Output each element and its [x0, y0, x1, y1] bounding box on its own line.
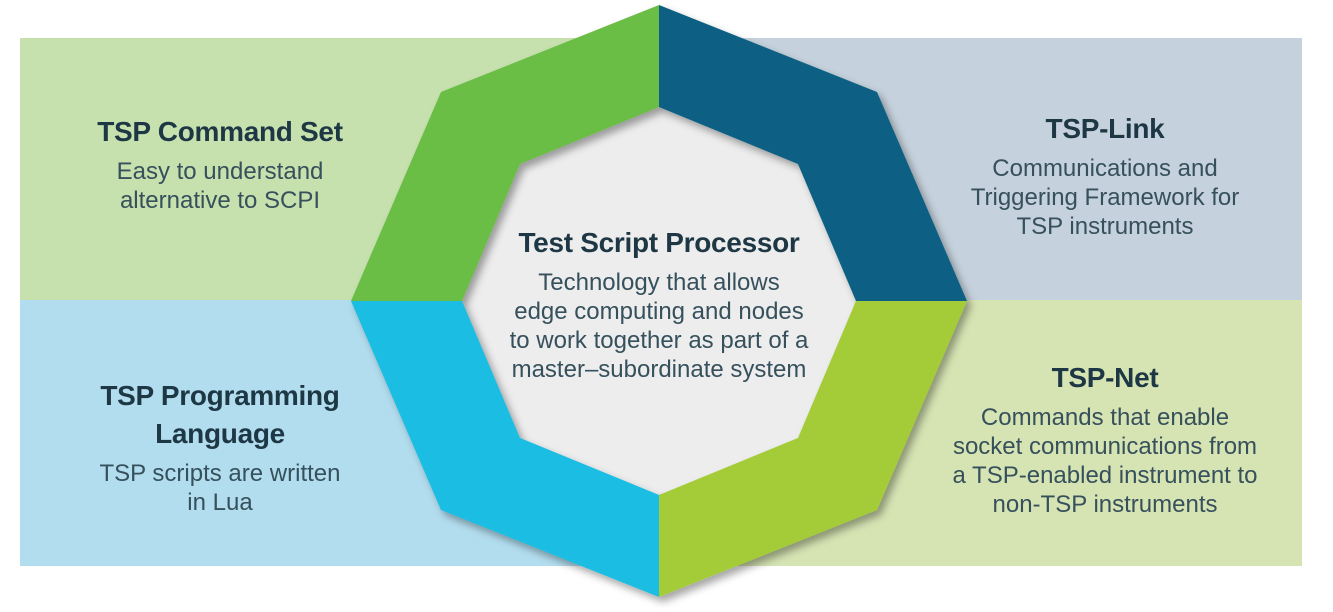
- quadrant-title: TSP-Net: [1051, 362, 1159, 393]
- ring-segment-bottom-left-cyan: [351, 301, 659, 597]
- ring-segment-top-left-green: [351, 5, 659, 301]
- ring-segment-top-right-teal: [659, 5, 967, 301]
- quadrant-top-right: TSP-Link Communications and Triggering F…: [905, 110, 1305, 241]
- quadrant-bottom-right: TSP-Net Commands that enable socket comm…: [895, 359, 1315, 519]
- quadrant-description: TSP scripts are written in Lua: [99, 460, 341, 516]
- quadrant-title: TSP-Link: [1045, 113, 1165, 144]
- quadrant-top-left: TSP Command Set Easy to understand alter…: [20, 113, 420, 215]
- quadrant-title: TSP Command Set: [97, 116, 343, 147]
- center-label: Test Script Processor Technology that al…: [459, 224, 859, 384]
- quadrant-description: Communications and Triggering Framework …: [970, 155, 1240, 240]
- ring-segment-bottom-right-lime: [659, 301, 967, 597]
- quadrant-description: Commands that enable socket communicatio…: [952, 404, 1258, 518]
- quadrant-description: Easy to understand alternative to SCPI: [116, 158, 324, 214]
- center-octagon-shape: [462, 107, 856, 495]
- center-title: Test Script Processor: [518, 227, 800, 258]
- quadrant-title: TSP Programming Language: [100, 380, 340, 449]
- quadrant-bottom-left: TSP Programming Language TSP scripts are…: [20, 377, 420, 517]
- center-description: Technology that allows edge computing an…: [509, 269, 809, 383]
